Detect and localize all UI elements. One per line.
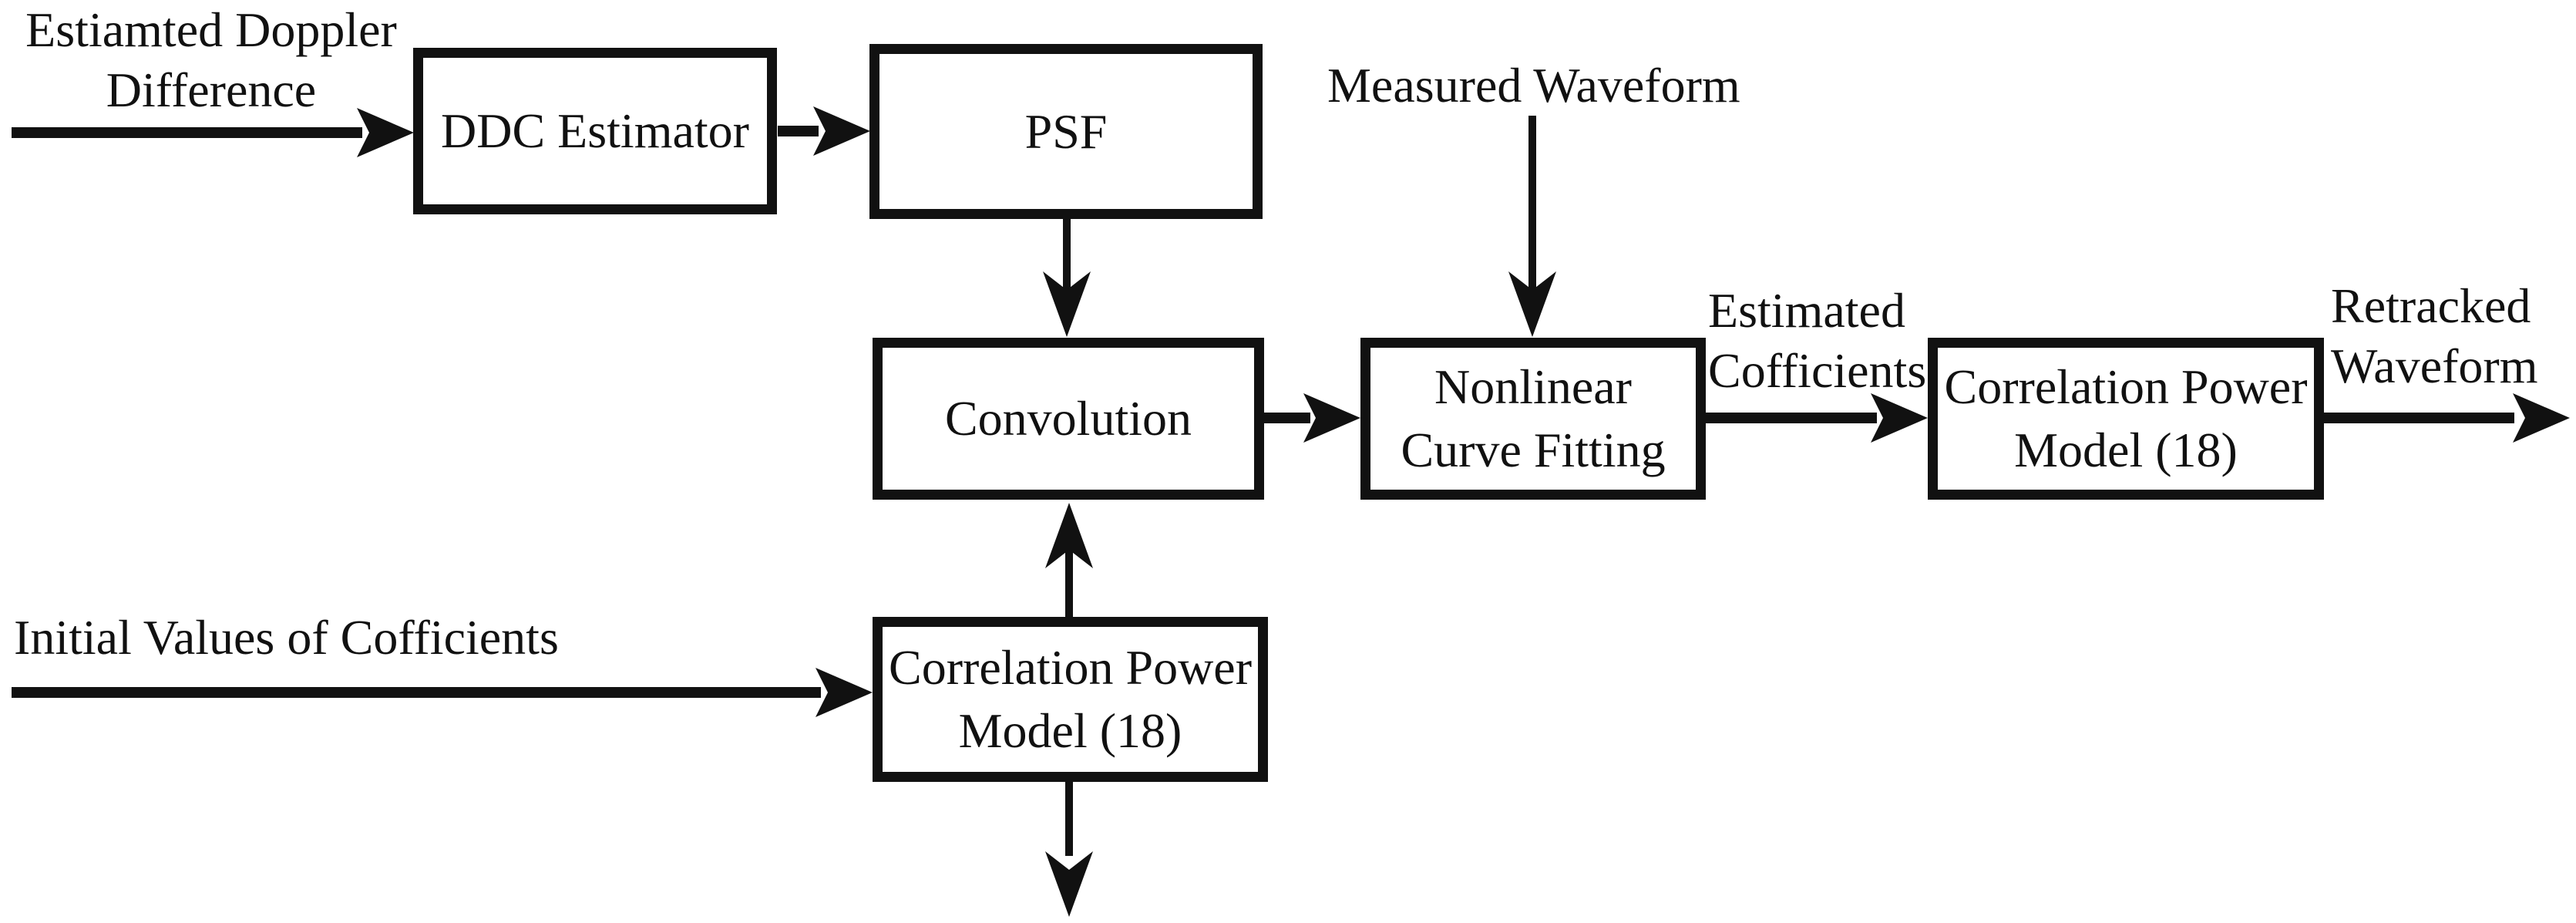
arrow-convolution-to-nonlinear [1264,393,1360,443]
box-convolution: Convolution [873,338,1264,500]
arrow-ddc-to-psf [778,106,870,156]
arrow-measured-waveform [1508,116,1556,337]
label-initial-values-of-cofficients: Initial Values of Cofficients [14,610,559,665]
box-ddc-estimator-label: DDC Estimator [441,103,749,159]
arrow-psf-to-convolution [1043,219,1091,337]
arrow-nonlinear-to-correlation-model [1706,393,1928,443]
box-correlation-power-model-bottom: Correlation Power Model (18) [873,617,1268,782]
label-estimated-doppler-difference: Estiamted Doppler Difference [25,2,397,118]
box-correlation-power-model-mid: Correlation Power Model (18) [1928,338,2324,500]
arrow-model-output-down [1045,782,1093,917]
label-measured-waveform: Measured Waveform [1327,58,1740,113]
arrow-initial-values-input [12,668,873,717]
box-correlation-power-model-bottom-label: Correlation Power Model (18) [889,640,1252,758]
box-correlation-power-model-mid-label: Correlation Power Model (18) [1944,359,2308,477]
label-estimated-cofficients: Estimated Cofficients [1708,283,1927,399]
box-ddc-estimator: DDC Estimator [413,48,777,214]
arrow-retracked-waveform-output [2322,393,2570,443]
box-psf-label: PSF [1024,103,1108,159]
arrow-estimated-doppler-input [12,108,414,157]
box-nonlinear-curve-fitting: Nonlinear Curve Fitting [1360,338,1706,500]
box-convolution-label: Convolution [944,391,1192,446]
box-nonlinear-curve-fitting-label: Nonlinear Curve Fitting [1401,359,1666,477]
label-retracked-waveform: Retracked Waveform [2331,278,2538,394]
arrow-model-to-convolution [1045,503,1093,617]
box-psf: PSF [869,44,1263,219]
